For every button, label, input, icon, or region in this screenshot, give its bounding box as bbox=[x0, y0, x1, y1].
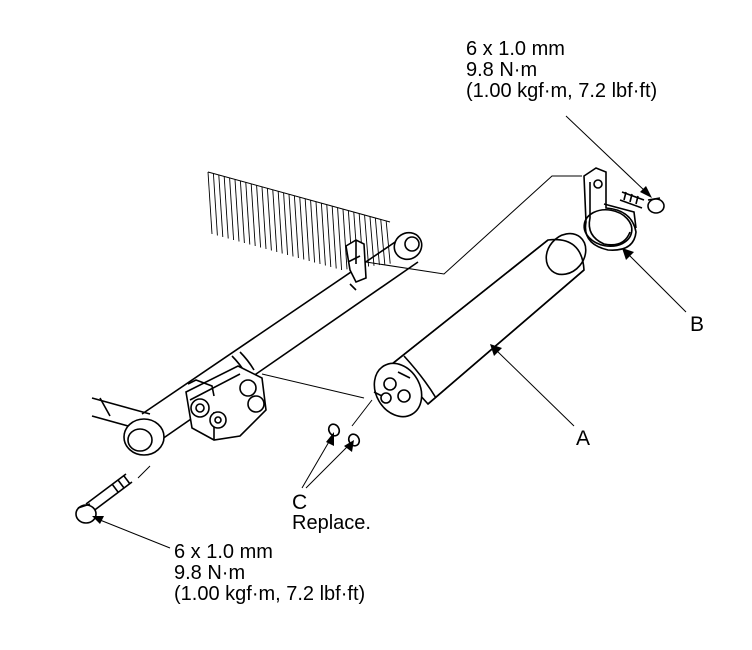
condenser-fin bbox=[374, 218, 380, 266]
condenser-fin bbox=[380, 219, 386, 265]
top-bolt-spec: 6 x 1.0 mm 9.8 N·m (1.00 kgf·m, 7.2 lbf·… bbox=[466, 39, 657, 102]
receiver-drier bbox=[373, 232, 587, 418]
leader-lines bbox=[137, 175, 582, 479]
condenser-fin bbox=[288, 194, 294, 257]
condenser-fin bbox=[272, 189, 278, 253]
bottom-bolt-spec: 6 x 1.0 mm 9.8 N·m (1.00 kgf·m, 7.2 lbf·… bbox=[174, 542, 365, 605]
condenser-fin bbox=[250, 183, 256, 247]
condenser-fin bbox=[218, 174, 224, 238]
o-rings bbox=[327, 423, 361, 447]
bottom-bolt bbox=[75, 473, 133, 524]
condenser-fin bbox=[342, 209, 348, 270]
condenser-fin bbox=[364, 215, 370, 267]
bottom-bolt-torque-nm: 9.8 N·m bbox=[174, 562, 246, 584]
top-bolt-size: 6 x 1.0 mm bbox=[466, 38, 565, 60]
callout-arrows bbox=[92, 115, 687, 549]
top-bolt bbox=[619, 191, 665, 214]
callout-b-label: B bbox=[690, 313, 705, 336]
condenser-fin bbox=[304, 198, 310, 262]
condenser-fin bbox=[229, 177, 235, 241]
condenser-fin bbox=[293, 195, 299, 259]
condenser-fin bbox=[326, 204, 332, 268]
condenser-fin bbox=[310, 200, 316, 263]
bottom-bolt-size: 6 x 1.0 mm bbox=[174, 541, 273, 563]
condenser-fin bbox=[331, 206, 337, 269]
condenser-fin bbox=[283, 192, 289, 256]
receiver-housing-tube bbox=[91, 231, 423, 456]
condenser-fin bbox=[320, 203, 326, 266]
bottom-bolt-torque-alt: (1.00 kgf·m, 7.2 lbf·ft) bbox=[174, 583, 366, 605]
condenser-fin bbox=[337, 207, 343, 271]
condenser-fin bbox=[261, 186, 267, 250]
condenser-fin bbox=[207, 171, 213, 235]
condenser-fin bbox=[239, 180, 245, 244]
condenser-fin bbox=[277, 191, 283, 254]
condenser-fin bbox=[245, 182, 251, 245]
condenser-fin bbox=[223, 176, 229, 239]
mounting-bracket bbox=[583, 167, 637, 251]
condenser-fin bbox=[299, 197, 305, 260]
condenser-fin bbox=[266, 188, 272, 251]
condenser-fin bbox=[212, 173, 218, 236]
callout-a-label: A bbox=[576, 427, 591, 450]
callout-c: C Replace. bbox=[292, 492, 371, 534]
condenser-fin bbox=[256, 185, 262, 248]
condenser-fin bbox=[385, 221, 391, 264]
top-bolt-torque-nm: 9.8 N·m bbox=[466, 59, 538, 81]
callout-c-label: C bbox=[292, 491, 308, 514]
condenser-fin bbox=[315, 201, 321, 265]
callout-c-note: Replace. bbox=[292, 512, 371, 534]
condenser-fin bbox=[234, 179, 240, 242]
top-bolt-torque-alt: (1.00 kgf·m, 7.2 lbf·ft) bbox=[466, 80, 658, 102]
